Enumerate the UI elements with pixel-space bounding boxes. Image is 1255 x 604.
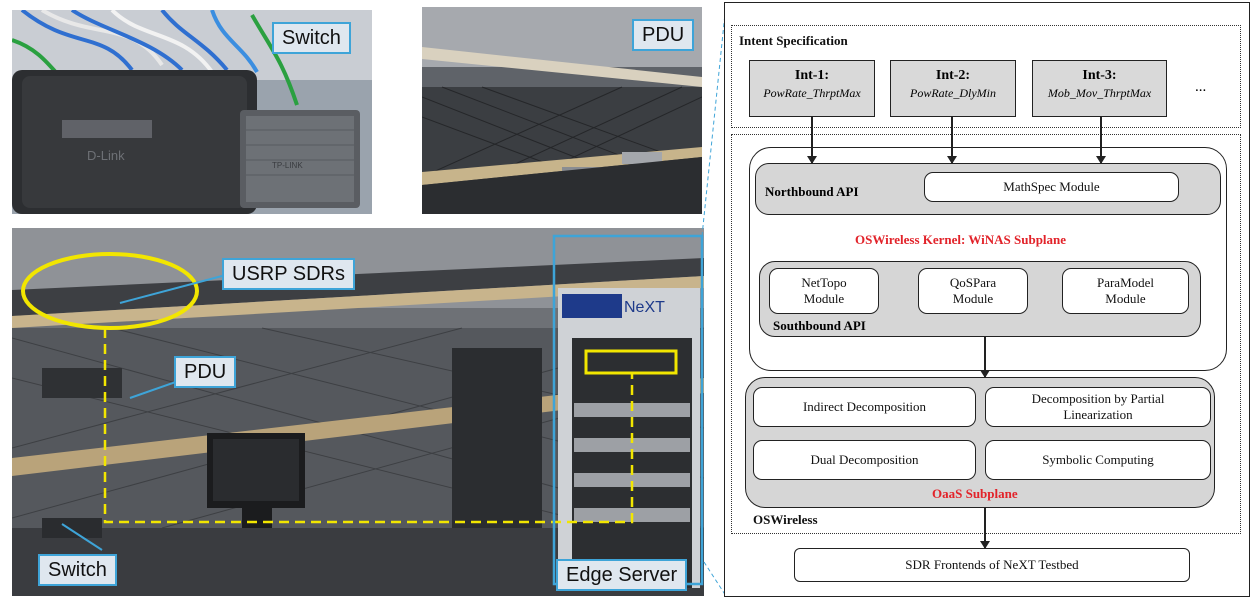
- arrow-to-oaas: [980, 337, 990, 378]
- kernel-title: OSWireless Kernel: WiNAS Subplane: [855, 232, 1067, 247]
- mathspec-module: MathSpec Module: [924, 172, 1179, 202]
- partial-linearization-line1: Decomposition by Partial: [1031, 391, 1165, 406]
- paramodel-line1: ParaModel: [1096, 275, 1155, 290]
- photo-pdu-top: PDU: [422, 7, 702, 214]
- intent-specification-title: Intent Specification: [739, 33, 848, 48]
- indirect-decomposition-box: Indirect Decomposition: [753, 387, 976, 427]
- edge-server-callout: Edge Server: [556, 559, 688, 591]
- architecture-diagram: Intent Specification Int-1: PowRate_Thrp…: [724, 2, 1250, 597]
- pdu-callout-top: PDU: [632, 19, 695, 51]
- connection-dashed-path: [103, 328, 634, 524]
- nettopo-module: NetTopo Module: [769, 268, 879, 314]
- intent-id-3: Int-3:: [1082, 68, 1117, 83]
- switch-callout-top: Switch: [272, 22, 351, 54]
- intent-box-2: Int-2: PowRate_DlyMin: [890, 60, 1016, 117]
- pdu-callout-bottom: PDU: [174, 356, 237, 388]
- arrow-to-frontends: [980, 508, 990, 549]
- nettopo-line1: NetTopo: [801, 275, 847, 290]
- intent-name-1: PowRate_ThrptMax: [763, 86, 861, 100]
- usrp-highlight-ellipse: [21, 252, 199, 330]
- intent-box-3: Int-3: Mob_Mov_ThrptMax: [1032, 60, 1167, 117]
- sdr-frontends-box: SDR Frontends of NeXT Testbed: [794, 548, 1190, 582]
- intent-id-2: Int-2:: [935, 68, 971, 83]
- qospara-line2: Module: [952, 291, 994, 306]
- intent-id-1: Int-1:: [794, 68, 830, 83]
- arrow-int2: [947, 117, 957, 164]
- next-logo: NeXT: [624, 299, 665, 316]
- zoom-lines: [701, 3, 727, 597]
- photo-switch-top: D-Link TP-LINK Switch: [12, 10, 372, 214]
- nettopo-line2: Module: [803, 291, 845, 306]
- arrow-int3: [1096, 117, 1106, 164]
- usrp-callout: USRP SDRs: [222, 258, 355, 290]
- dlink-brand: D-Link: [87, 148, 125, 163]
- partial-linearization-line2: Linearization: [1063, 407, 1133, 422]
- qospara-module: QoSPara Module: [918, 268, 1028, 314]
- oswireless-label: OSWireless: [753, 512, 818, 527]
- switch-callout-bottom: Switch: [38, 554, 117, 586]
- oswireless-section: [731, 134, 1241, 534]
- intent-box-1: Int-1: PowRate_ThrptMax: [749, 60, 875, 117]
- arrow-int1: [807, 117, 817, 164]
- symbolic-computing-box: Symbolic Computing: [985, 440, 1211, 480]
- partial-linearization-box: Decomposition by Partial Linearization: [985, 387, 1211, 427]
- northbound-api-label: Northbound API: [765, 184, 859, 199]
- paramodel-line2: Module: [1105, 291, 1146, 306]
- tplink-brand: TP-LINK: [272, 161, 303, 170]
- southbound-api-label: Southbound API: [773, 318, 866, 333]
- intent-specification-section: [731, 25, 1241, 128]
- intent-name-2: PowRate_DlyMin: [910, 86, 996, 100]
- paramodel-module: ParaModel Module: [1062, 268, 1189, 314]
- qospara-line1: QoSPara: [949, 275, 997, 290]
- oaas-subplane-title: OaaS Subplane: [932, 486, 1018, 501]
- intent-name-3: Mob_Mov_ThrptMax: [1047, 86, 1152, 100]
- dual-decomposition-box: Dual Decomposition: [753, 440, 976, 480]
- photo-testbed: NeXT USRP SDRs PDU Switch Edge Server: [12, 228, 704, 596]
- intent-ellipsis: ...: [1195, 79, 1207, 95]
